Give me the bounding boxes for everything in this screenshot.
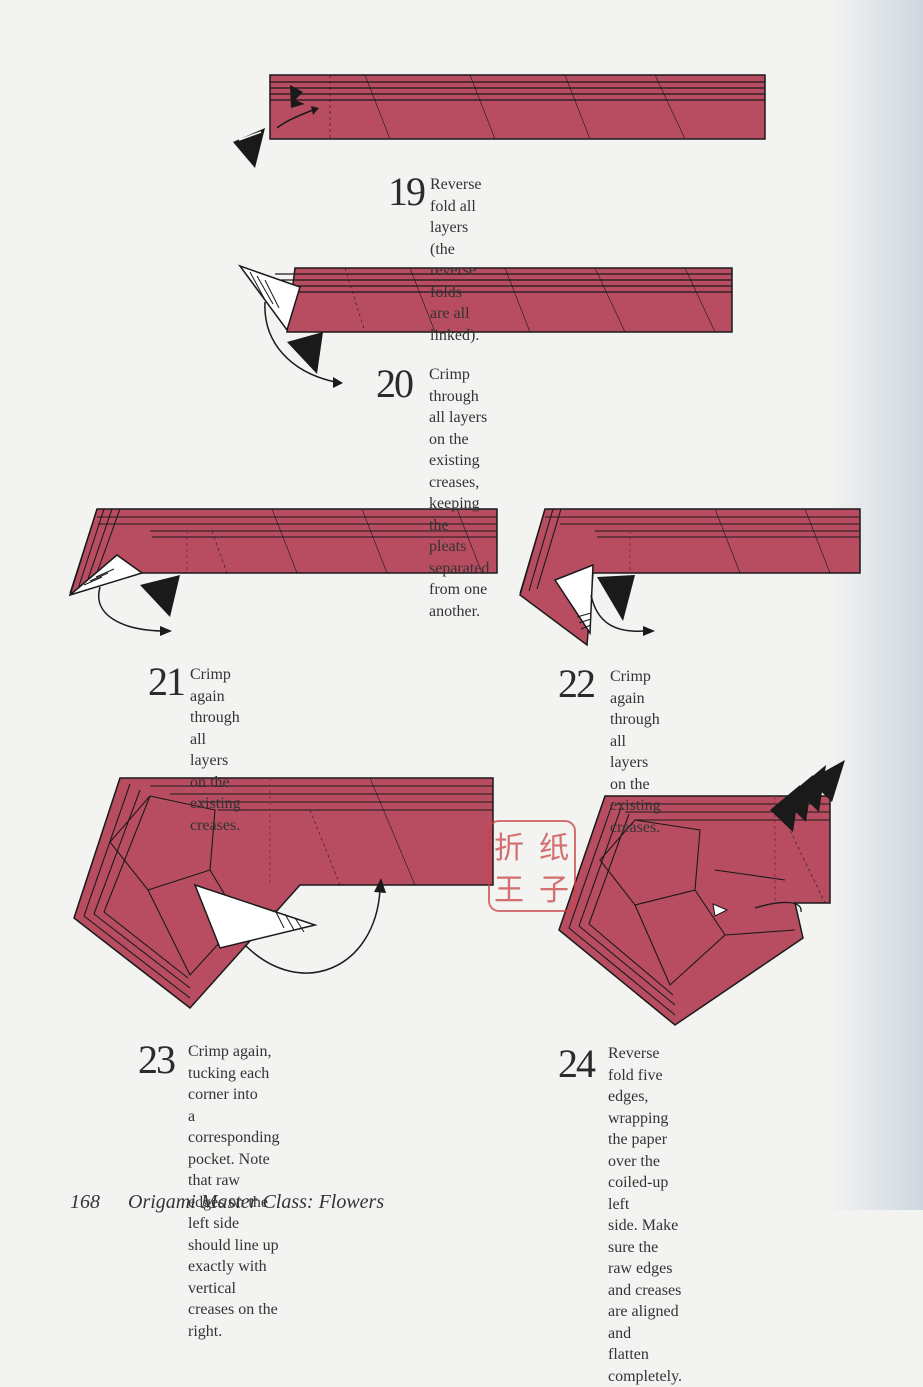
step-20-diagram xyxy=(237,264,733,388)
step-instruction: Crimp again through all layers on the ex… xyxy=(610,668,661,836)
page-edge-shadow xyxy=(828,0,923,1210)
step-instruction: Crimp through all layers on the existing… xyxy=(429,366,490,620)
step-number: 21 xyxy=(148,659,186,704)
step-instruction: Crimp again through all layers on the ex… xyxy=(190,666,241,834)
step-23-diagram xyxy=(73,777,494,1010)
svg-text:子: 子 xyxy=(539,873,569,908)
svg-text:王: 王 xyxy=(494,873,524,908)
seal-stamp: 折 纸 王 子 xyxy=(488,820,576,912)
page-footer: 168 Origami Master Class: Flowers xyxy=(70,1191,412,1214)
book-title: Origami Master Class: Flowers xyxy=(128,1191,385,1213)
step-instruction: Reverse fold five edges, wrapping the pa… xyxy=(608,1045,683,1385)
step-number: 22 xyxy=(558,661,596,706)
svg-text:折: 折 xyxy=(494,831,524,866)
step-19-diagram xyxy=(233,74,766,168)
step-24-diagram xyxy=(558,760,845,1026)
step-22-diagram xyxy=(519,508,861,647)
step-number: 23 xyxy=(138,1037,176,1082)
step-number: 24 xyxy=(558,1041,596,1086)
step-21-diagram xyxy=(68,508,498,636)
svg-text:纸: 纸 xyxy=(539,831,569,866)
page-number: 168 xyxy=(70,1191,100,1213)
step-number: 19 xyxy=(388,169,426,214)
step-number: 20 xyxy=(376,361,414,406)
step-instruction: Reverse fold all layers (the reverse fol… xyxy=(430,176,482,344)
